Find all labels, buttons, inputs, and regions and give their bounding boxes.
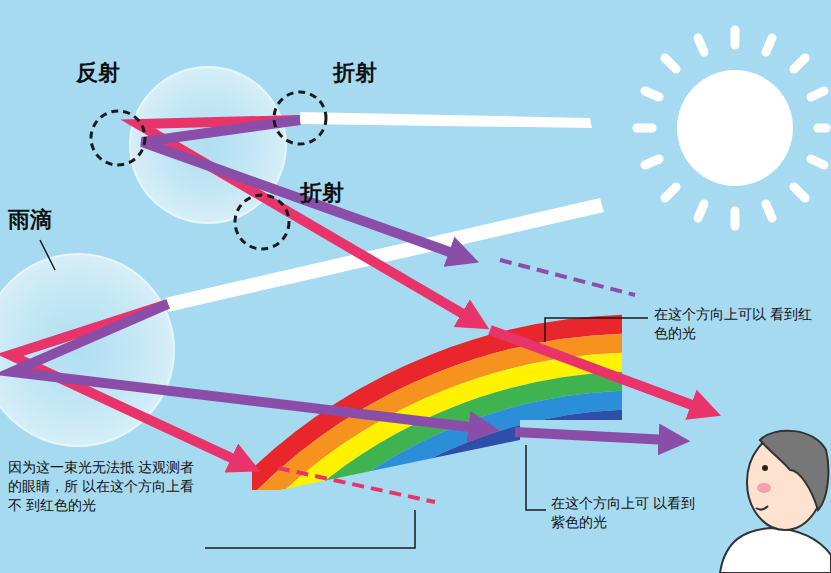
callout-note: 在这个方向上可 以看到紫色的光 [551, 494, 701, 532]
violet-dashed-ray [500, 260, 635, 295]
red-ray [490, 330, 700, 408]
red-dashed-ray [278, 468, 435, 502]
violet-ray [12, 304, 478, 428]
sun [637, 30, 826, 226]
observer [720, 431, 831, 573]
refraction-label: 折射 [333, 58, 377, 88]
red-ray [138, 120, 470, 318]
callout-note: 因为这一束光无法抵 达观测者的眼睛，所 以在这个方向上看不 到红色的光 [8, 458, 198, 515]
reflection-label: 反射 [76, 58, 120, 88]
highlight-circle [91, 92, 326, 249]
sunlight-ray [300, 112, 592, 128]
rainbow [84, 324, 831, 573]
sunlight-ray [165, 198, 604, 312]
violet-ray [515, 432, 668, 440]
callout-note: 在这个方向上可以 看到红色的光 [654, 305, 819, 343]
violet-ray [142, 120, 458, 255]
refraction-label: 折射 [300, 178, 344, 208]
raindrop-label: 雨滴 [8, 205, 52, 235]
